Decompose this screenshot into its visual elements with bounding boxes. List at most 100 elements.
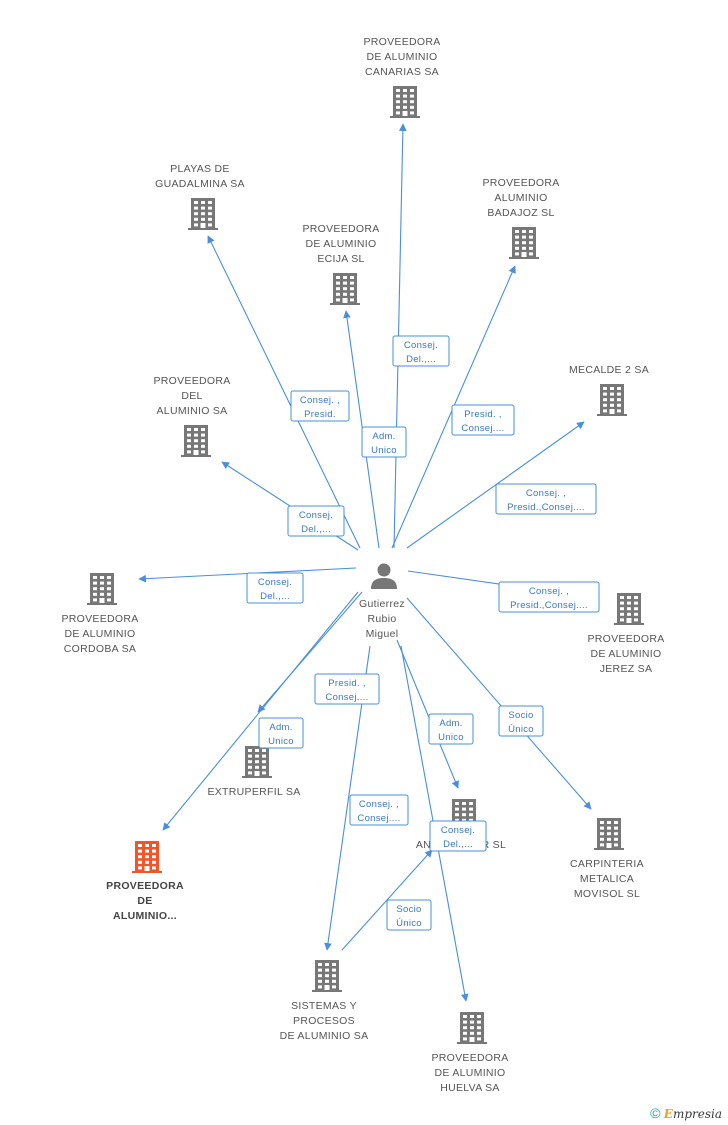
relation-label-sistemas[interactable]: Consej. , Consej.... — [349, 794, 409, 826]
relation-text-ecija-line-2: Unico — [371, 445, 397, 456]
company-label-sistemas-line-2: PROCESOS — [293, 1015, 355, 1027]
relation-text-canarias-line-2: Del.,... — [406, 354, 436, 365]
company-label-extruperfil-line-1: EXTRUPERFIL SA — [207, 786, 300, 798]
relation-text-cordoba-line-1: Consej. — [258, 577, 292, 588]
person-node[interactable]: Gutierrez Rubio Miguel — [359, 563, 405, 641]
relation-label-canarias[interactable]: Consej. Del.,... — [392, 335, 450, 367]
company-label-canarias-line-2: DE ALUMINIO — [367, 51, 438, 63]
relation-label-huelva[interactable]: Consej.Del.,... — [429, 820, 487, 852]
relation-text-del-line-1: Consej. — [299, 510, 333, 521]
company-label-ecija-line-2: DE ALUMINIO — [306, 238, 377, 250]
company-label-carpinteria-line-1: CARPINTERIA — [570, 858, 644, 870]
edge-aluminio — [162, 591, 359, 831]
relation-text-del-line-2: Del.,... — [301, 524, 331, 535]
relation-text-aluminio-line-2: Unico — [268, 736, 294, 747]
building-icon — [614, 593, 644, 625]
relation-label-anodicolor[interactable]: Adm.Unico — [428, 713, 474, 745]
company-label-huelva-line-2: DE ALUMINIO — [435, 1067, 506, 1079]
company-node-canarias[interactable]: PROVEEDORA DE ALUMINIO CANARIAS SA — [363, 36, 440, 118]
company-label-aluminio-line-1: PROVEEDORA — [106, 880, 184, 892]
company-label-ecija-line-3: ECIJA SL — [317, 253, 364, 265]
company-node-mecalde[interactable]: MECALDE 2 SA — [569, 364, 649, 416]
company-node-extruperfil[interactable]: EXTRUPERFIL SA — [207, 746, 300, 798]
building-icon — [242, 746, 272, 778]
company-label-playas-line-2: GUADALMINA SA — [155, 178, 245, 190]
relation-label-cordoba[interactable]: Consej. Del.,... — [246, 572, 304, 604]
company-label-huelva-line-3: HUELVA SA — [440, 1082, 500, 1094]
company-label-badajoz-line-2: ALUMINIO — [494, 192, 547, 204]
building-icon — [87, 573, 117, 605]
relation-text-carpinteria-line-1: Socio — [508, 710, 533, 721]
company-node-sistemas[interactable]: SISTEMAS Y PROCESOS DE ALUMINIO SA — [280, 960, 369, 1042]
building-icon — [132, 841, 162, 873]
relation-label-aluminio[interactable]: Adm. Unico — [258, 717, 304, 749]
company-node-playas[interactable]: PLAYAS DE GUADALMINA SA — [155, 163, 245, 230]
company-label-aluminio-line-3: ALUMINIO... — [113, 910, 177, 922]
relation-label-playas[interactable]: Consej. ,Presid. — [290, 390, 350, 422]
edge-anodicolor_from_sistemas — [341, 849, 433, 951]
relation-label-ecija[interactable]: Adm.Unico — [361, 426, 407, 458]
company-label-playas-line-1: PLAYAS DE — [170, 163, 230, 175]
company-label-ecija-line-1: PROVEEDORA — [302, 223, 379, 235]
person-name-line-1: Gutierrez — [359, 598, 405, 610]
relation-label-badajoz[interactable]: Presid. ,Consej.... — [451, 404, 515, 436]
company-label-del-line-1: PROVEEDORA — [153, 375, 230, 387]
company-node-huelva[interactable]: PROVEEDORA DE ALUMINIO HUELVA SA — [431, 1012, 508, 1094]
relation-text-playas-line-2: Presid. — [304, 409, 336, 420]
company-label-canarias-line-1: PROVEEDORA — [363, 36, 440, 48]
company-node-ecija[interactable]: PROVEEDORA DE ALUMINIO ECIJA SL — [302, 223, 379, 305]
person-icon — [371, 563, 397, 589]
company-node-aluminio[interactable]: PROVEEDORADEALUMINIO... — [106, 841, 184, 922]
relation-label-jerez[interactable]: Consej. ,Presid.,Consej.... — [498, 581, 600, 613]
company-label-mecalde-line-1: MECALDE 2 SA — [569, 364, 649, 376]
relation-text-badajoz-line-2: Consej.... — [461, 423, 504, 434]
relation-text-canarias-line-1: Consej. — [404, 340, 438, 351]
company-label-carpinteria-line-2: METALICA — [580, 873, 634, 885]
relation-text-huelva-line-1: Consej. — [441, 825, 475, 836]
company-label-badajoz-line-1: PROVEEDORA — [482, 177, 559, 189]
edge-playas — [207, 235, 361, 549]
relation-text-sistemas-line-2: Consej.... — [357, 813, 400, 824]
company-label-huelva-line-1: PROVEEDORA — [431, 1052, 508, 1064]
relation-text-sistemas-line-1: Consej. , — [359, 799, 399, 810]
relation-text-aluminio-line-1: Adm. — [269, 722, 292, 733]
relation-text-mecalde-line-1: Consej. , — [526, 488, 566, 499]
building-icon — [594, 818, 624, 850]
relation-text-jerez-line-1: Consej. , — [529, 586, 569, 597]
copyright-symbol: © — [650, 1105, 661, 1121]
relation-text-extruperfil-line-2: Consej.... — [325, 692, 368, 703]
relation-text-cordoba-line-2: Del.,... — [260, 591, 290, 602]
relation-label-mecalde[interactable]: Consej. ,Presid.,Consej.... — [495, 483, 597, 515]
relation-label-del[interactable]: Consej. Del.,... — [287, 505, 345, 537]
relation-text-anodicolor_from_sistemas-line-2: Único — [396, 918, 422, 929]
company-node-badajoz[interactable]: PROVEEDORA ALUMINIO BADAJOZ SL — [482, 177, 559, 259]
company-label-sistemas-line-3: DE ALUMINIO SA — [280, 1030, 369, 1042]
relation-text-anodicolor_from_sistemas-line-1: Socio — [396, 904, 421, 915]
building-icon — [597, 384, 627, 416]
building-icon — [330, 273, 360, 305]
company-label-badajoz-line-3: BADAJOZ SL — [487, 207, 554, 219]
edge-mecalde — [406, 421, 585, 549]
building-icon — [457, 1012, 487, 1044]
edge-carpinteria — [406, 597, 592, 810]
company-label-cordoba-line-2: DE ALUMINIO — [65, 628, 136, 640]
relation-text-extruperfil-line-1: Presid. , — [328, 678, 366, 689]
company-label-del-line-2: DEL — [181, 390, 202, 402]
company-label-canarias-line-3: CANARIAS SA — [365, 66, 439, 78]
company-label-jerez-line-3: JEREZ SA — [600, 663, 653, 675]
edge-extruperfil — [257, 591, 363, 713]
relation-label-extruperfil[interactable]: Presid. , Consej.... — [314, 673, 380, 705]
brand-logo[interactable]: Empresia — [663, 1107, 722, 1121]
building-icon — [188, 198, 218, 230]
company-label-sistemas-line-1: SISTEMAS Y — [291, 1000, 357, 1012]
building-icon — [312, 960, 342, 992]
building-icon — [390, 86, 420, 118]
company-label-jerez-line-2: DE ALUMINIO — [591, 648, 662, 660]
person-name-line-3: Miguel — [366, 628, 399, 640]
